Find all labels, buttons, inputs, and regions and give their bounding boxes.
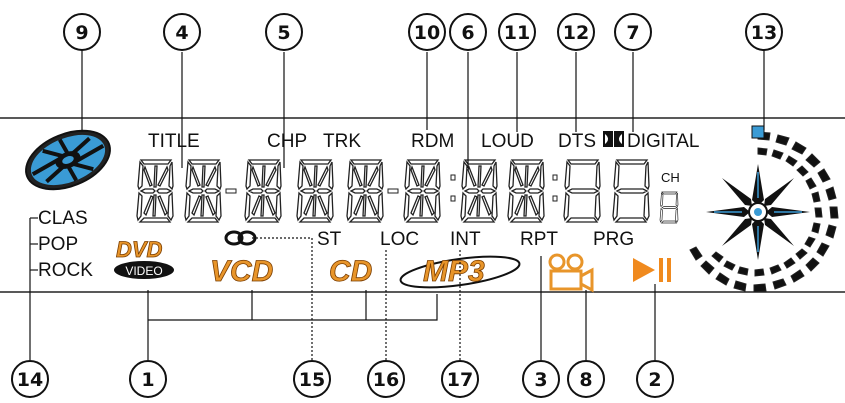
label-dts: DTS	[558, 131, 596, 152]
svg-text:3: 3	[534, 369, 547, 391]
colon-1	[450, 174, 456, 202]
svg-text:5: 5	[277, 22, 290, 44]
callout-12: 12	[557, 13, 595, 51]
label-ch: CH	[661, 170, 680, 185]
svg-text:6: 6	[461, 22, 474, 44]
label-prg: PRG	[593, 229, 634, 250]
digit-3	[244, 159, 282, 223]
svg-text:8: 8	[579, 369, 592, 391]
label-int: INT	[450, 229, 481, 250]
svg-text:12: 12	[563, 22, 589, 44]
callout-dotted-leaders	[252, 237, 461, 360]
cd-logo: CD	[329, 255, 372, 288]
svg-text:10: 10	[414, 22, 440, 44]
svg-text:13: 13	[751, 22, 777, 44]
digit-10	[612, 159, 650, 223]
level-meter-icon	[689, 125, 839, 293]
callout-16: 16	[367, 360, 405, 398]
vcd-logo: VCD	[210, 255, 273, 288]
callout-10: 10	[408, 13, 446, 51]
callout-leaders	[29, 50, 765, 360]
label-digital: DIGITAL	[627, 131, 700, 152]
dash-separator-2	[387, 188, 399, 194]
label-trk: TRK	[323, 131, 361, 152]
display-panel-frame	[0, 117, 845, 293]
digit-4	[296, 159, 334, 223]
svg-text:4: 4	[175, 22, 188, 44]
label-loc: LOC	[380, 229, 419, 250]
colon-2	[552, 174, 558, 202]
callout-7: 7	[614, 13, 652, 51]
digit-7	[460, 159, 498, 223]
mp3-logo-text: MP3	[423, 255, 485, 288]
svg-text:9: 9	[75, 22, 88, 44]
svg-text:14: 14	[17, 369, 43, 391]
digit-2	[184, 159, 222, 223]
play-pause-icon	[633, 258, 671, 282]
svg-text:11: 11	[504, 22, 530, 44]
callout-6: 6	[449, 13, 487, 51]
callout-14: 14	[11, 360, 49, 398]
digit-row	[136, 159, 679, 224]
callout-11: 11	[498, 13, 536, 51]
callout-5: 5	[265, 13, 303, 51]
svg-text:16: 16	[373, 369, 399, 391]
callout-4: 4	[163, 13, 201, 51]
label-chp: CHP	[267, 131, 307, 152]
eq-mode-rock: ROCK	[38, 260, 93, 281]
burst-icon	[706, 164, 810, 260]
digit-6	[403, 159, 441, 223]
callout-17: 17	[441, 360, 479, 398]
mp3-logo: MP3	[399, 255, 521, 288]
svg-text:1: 1	[141, 369, 154, 391]
callout-9: 9	[63, 13, 101, 51]
digit-5	[346, 159, 384, 223]
eq-mode-clas: CLAS	[38, 208, 88, 229]
eq-mode-pop: POP	[38, 234, 78, 255]
label-title: TITLE	[148, 131, 200, 152]
dash-separator-1	[225, 188, 237, 194]
callout-15: 15	[293, 360, 331, 398]
callout-13: 13	[745, 13, 783, 51]
callout-3: 3	[522, 360, 560, 398]
dvd-video-logo: DVD VIDEO	[114, 237, 174, 279]
eq-mode-list: CLAS POP ROCK	[29, 208, 93, 281]
disc-spin-icon	[25, 129, 111, 191]
callout-8: 8	[567, 360, 605, 398]
dvd-logo-text: DVD	[116, 237, 163, 262]
digit-1	[136, 159, 174, 223]
svg-text:15: 15	[299, 369, 325, 391]
svg-text:2: 2	[648, 369, 661, 391]
stereo-rings-icon	[224, 230, 257, 246]
dolby-double-d-icon	[603, 131, 624, 147]
video-logo-text: VIDEO	[125, 264, 162, 278]
label-loud: LOUD	[481, 131, 534, 152]
svg-text:17: 17	[447, 369, 473, 391]
channel-digit	[659, 191, 679, 224]
label-rdm: RDM	[411, 131, 454, 152]
svg-text:7: 7	[626, 22, 639, 44]
label-rpt: RPT	[520, 229, 558, 250]
callout-1: 1	[129, 360, 167, 398]
camera-angle-icon	[548, 253, 594, 293]
label-st: ST	[317, 229, 342, 250]
callout-2: 2	[636, 360, 674, 398]
digit-8	[507, 159, 545, 223]
digit-9	[563, 159, 601, 223]
